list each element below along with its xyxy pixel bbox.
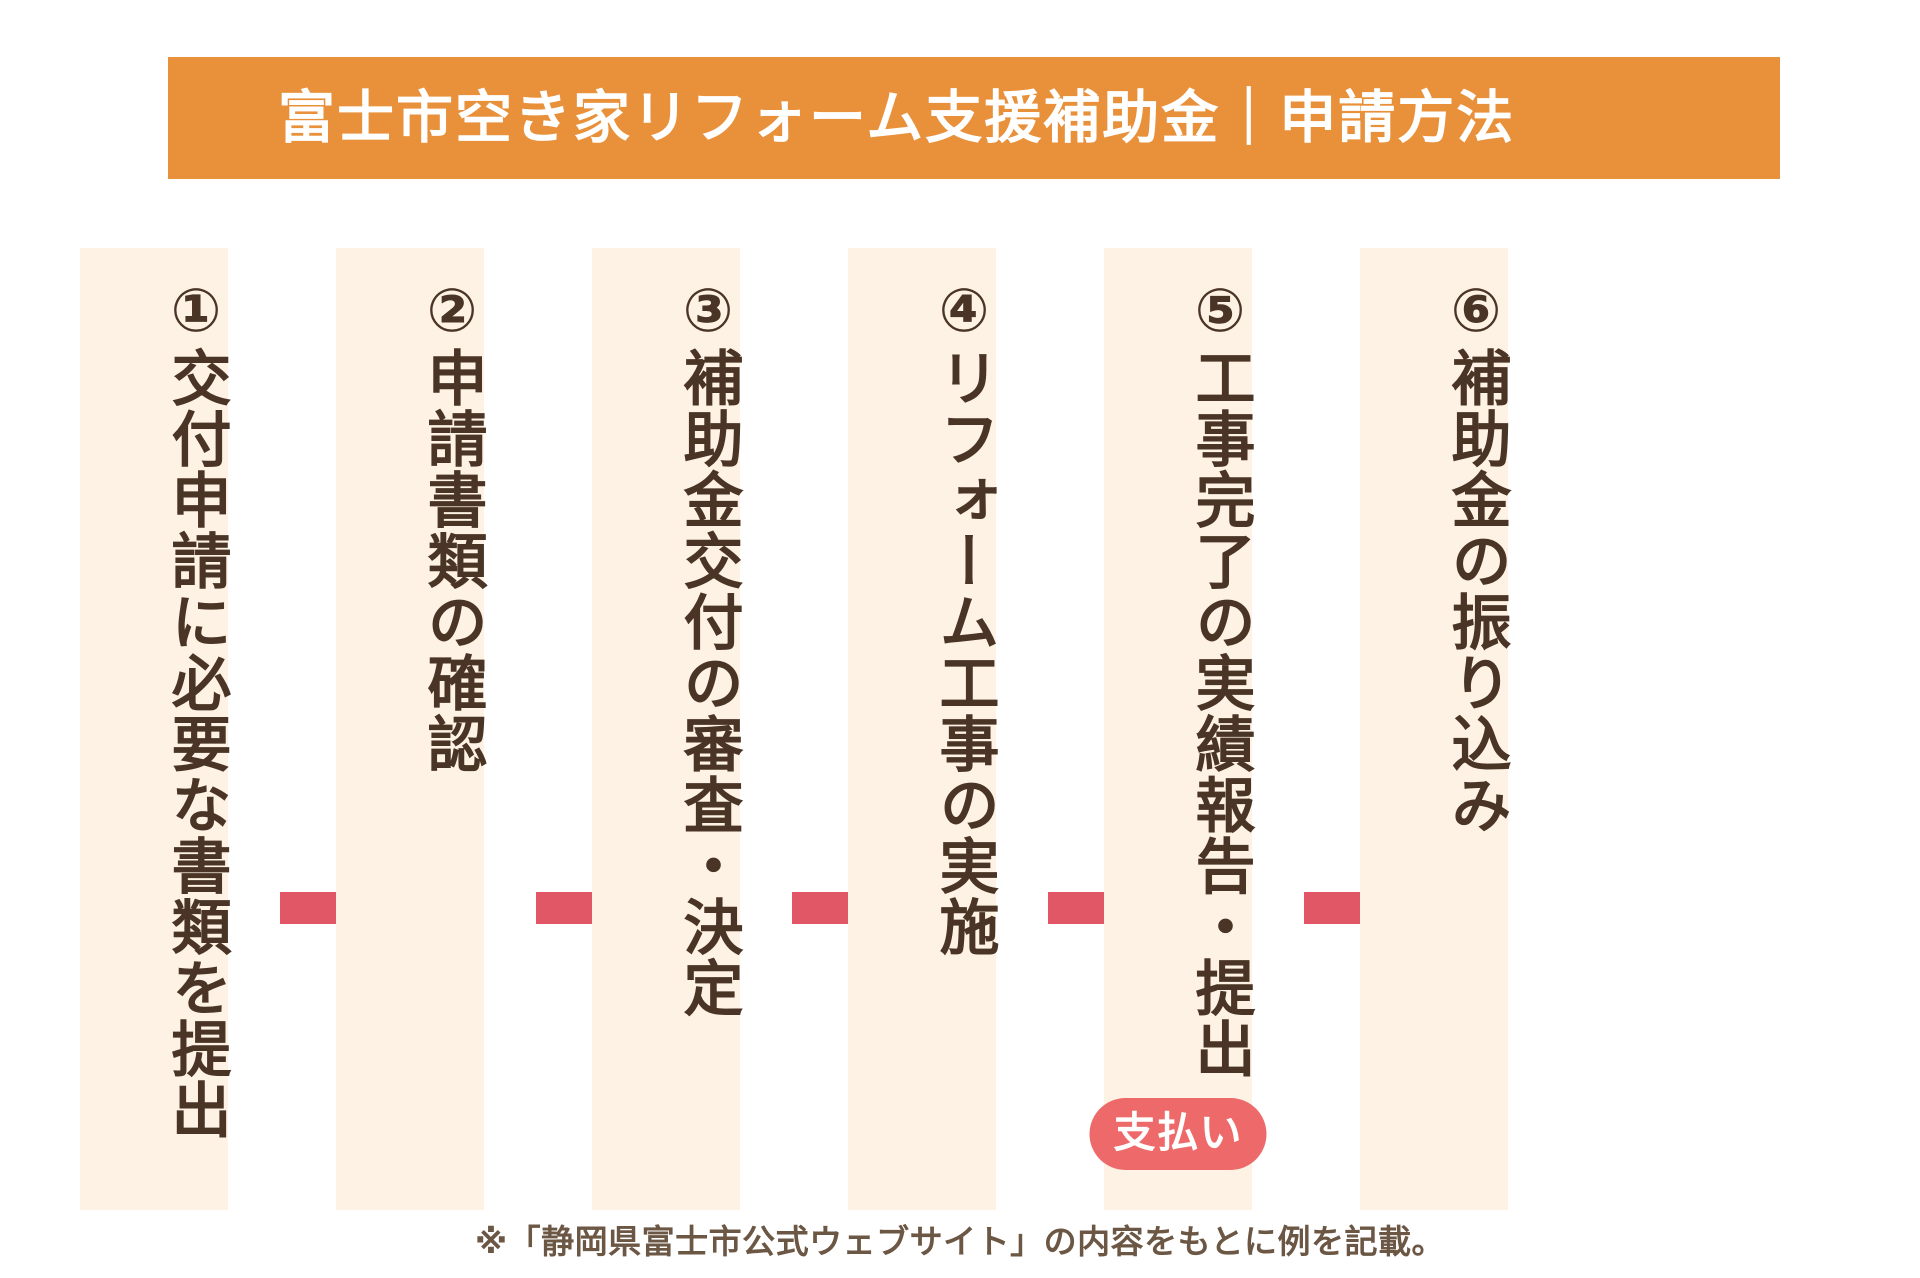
flow-step-3: ③補助金交付の審査・決定 bbox=[592, 248, 742, 1210]
page-title: 富士市空き家リフォーム支援補助金｜申請方法 bbox=[278, 85, 1516, 150]
flow-step-1-label: ①交付申請に必要な書類を提出 bbox=[163, 276, 230, 1140]
flow-step-5-label: ⑤工事完了の実績報告・提出 bbox=[1187, 276, 1254, 1079]
flow-step-2-label: ②申請書類の確認 bbox=[419, 276, 486, 774]
flow-step-1: ①交付申請に必要な書類を提出 bbox=[80, 248, 230, 1210]
flow-step-3-label: ③補助金交付の審査・決定 bbox=[675, 276, 742, 1018]
flow-step-2: ②申請書類の確認 bbox=[336, 248, 486, 1210]
flow-step-5: ⑤工事完了の実績報告・提出 支払い bbox=[1089, 248, 1267, 1210]
footnote: ※「静岡県富士市公式ウェブサイト」の内容をもとに例を記載。 bbox=[475, 1223, 1445, 1260]
flow-step-4: ④リフォーム工事の実施 bbox=[848, 248, 998, 1210]
header-banner: 富士市空き家リフォーム支援補助金｜申請方法 bbox=[168, 57, 1780, 179]
status-badge-payment: 支払い bbox=[1089, 1098, 1267, 1170]
flow-step-4-label: ④リフォーム工事の実施 bbox=[931, 276, 998, 957]
flow-step-6-label: ⑥補助金の振り込み bbox=[1443, 276, 1510, 835]
process-flow: ①交付申請に必要な書類を提出 ②申請書類の確認 ③補助金交付の審査・決定 bbox=[0, 248, 1920, 1210]
flow-step-6: ⑥補助金の振り込み bbox=[1360, 248, 1510, 1210]
